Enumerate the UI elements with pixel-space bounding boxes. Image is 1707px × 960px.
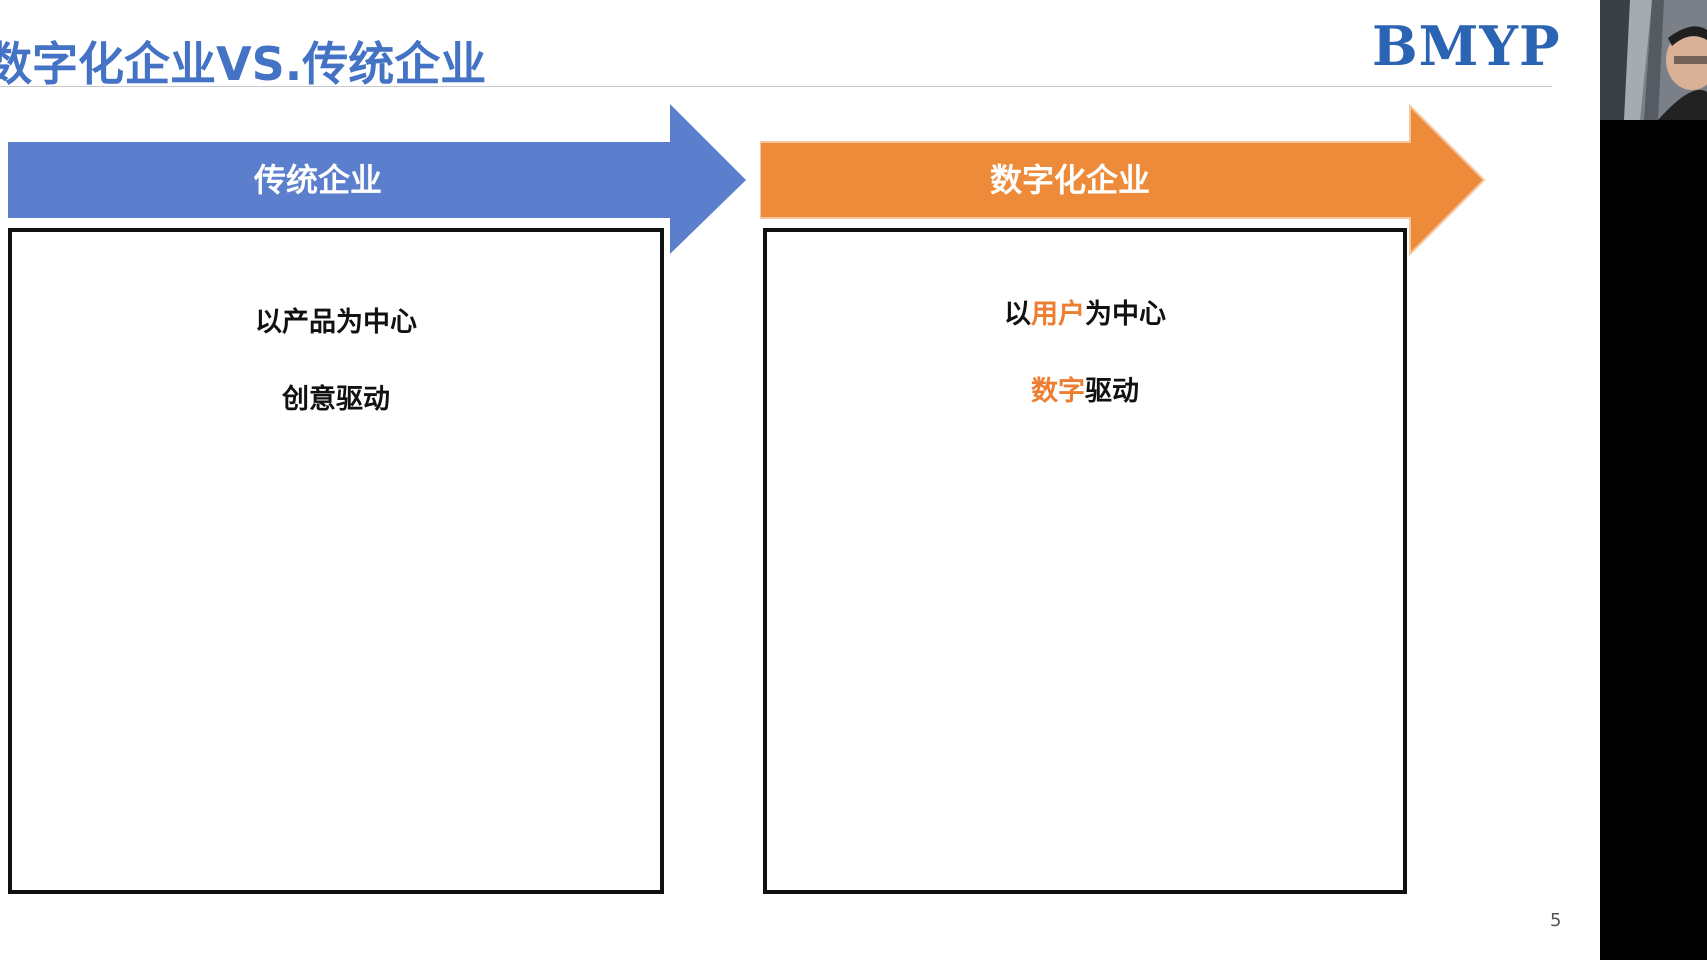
digital-enterprise-arrow: 数字化企业 — [759, 103, 1486, 257]
traditional-point-creativity-driven: 创意驱动 — [282, 384, 390, 415]
digital-enterprise-panel: 以用户为中心 数字驱动 — [763, 228, 1407, 894]
presentation-slide: 数字化企业VS.传统企业 BMYP 传统企业 数字化企业 以产品为中心 创意驱动… — [0, 0, 1600, 960]
brand-logo: BMYP — [1372, 14, 1561, 78]
arrow-right-icon — [759, 103, 1486, 257]
digital-point-data-driven: 数字驱动 — [1031, 376, 1139, 407]
slide-title: 数字化企业VS.传统企业 — [0, 37, 487, 91]
highlight-text: 数字 — [1031, 376, 1085, 407]
traditional-enterprise-panel: 以产品为中心 创意驱动 — [8, 228, 664, 894]
digital-enterprise-label: 数字化企业 — [989, 161, 1150, 199]
presenter-video-icon — [1600, 0, 1707, 120]
arrow-right-icon — [8, 104, 746, 254]
traditional-point-product-centric: 以产品为中心 — [255, 307, 417, 338]
traditional-enterprise-arrow: 传统企业 — [8, 104, 748, 256]
title-divider — [0, 86, 1552, 87]
highlight-text: 用户 — [1031, 299, 1085, 330]
digital-point-user-centric: 以用户为中心 — [1004, 299, 1166, 330]
page-number: 5 — [1550, 910, 1562, 931]
webcam-feed — [1600, 0, 1707, 120]
video-panel-background — [1600, 120, 1707, 960]
traditional-enterprise-label: 传统企业 — [253, 161, 382, 199]
